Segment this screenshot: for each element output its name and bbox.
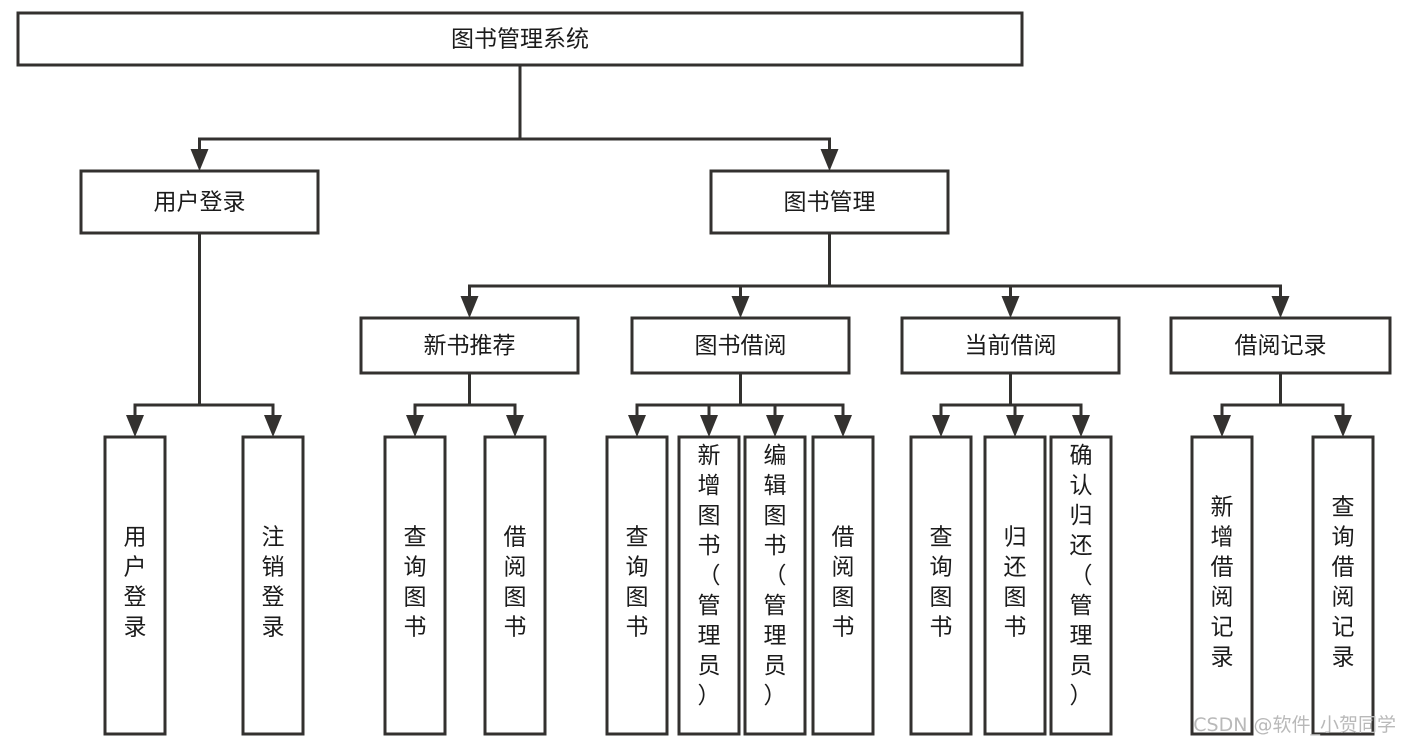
node-leaf-edit-book-admin[interactable]: 编辑图书（管理员） <box>743 435 807 736</box>
arrow-head-new-book-recommend <box>460 296 479 318</box>
node-label-book-borrow: 图书借阅 <box>695 333 787 359</box>
node-box-leaf-confirm-return-admin <box>1049 435 1113 736</box>
node-box-leaf-query-book-1 <box>383 435 447 736</box>
node-label-leaf-query-book-3: 查询图书 <box>930 525 953 641</box>
node-leaf-query-book-1[interactable]: 查询图书 <box>383 435 447 736</box>
node-leaf-return-book[interactable]: 归还图书 <box>983 435 1047 736</box>
arrow-head-leaf-user-logout <box>264 415 282 437</box>
node-leaf-add-borrow-record[interactable]: 新增借阅记录 <box>1190 435 1254 736</box>
node-book-borrow[interactable]: 图书借阅 <box>630 316 851 375</box>
node-box-book-management <box>709 169 950 235</box>
node-label-leaf-query-book-2: 查询图书 <box>626 525 649 641</box>
node-label-leaf-add-borrow-record: 新增借阅记录 <box>1211 495 1234 671</box>
connector-layer <box>126 63 1352 437</box>
csdn-watermark: CSDN @软件_小贺同学 <box>1193 714 1396 736</box>
node-label-root: 图书管理系统 <box>451 27 589 53</box>
arrow-head-leaf-return-book <box>1006 415 1024 437</box>
node-layer: 图书管理系统用户登录图书管理新书推荐图书借阅当前借阅借阅记录用户登录注销登录查询… <box>16 11 1392 736</box>
node-box-user-login <box>79 169 320 235</box>
node-label-leaf-user-logout: 注销登录 <box>262 525 285 641</box>
arrow-head-borrow-record <box>1271 296 1290 318</box>
node-new-book-recommend[interactable]: 新书推荐 <box>359 316 580 375</box>
arrow-head-leaf-query-book-3 <box>932 415 950 437</box>
node-box-current-borrow <box>900 316 1121 375</box>
node-current-borrow[interactable]: 当前借阅 <box>900 316 1121 375</box>
node-box-book-borrow <box>630 316 851 375</box>
node-user-login[interactable]: 用户登录 <box>79 169 320 235</box>
node-box-leaf-edit-book-admin <box>743 435 807 736</box>
node-box-leaf-query-book-2 <box>605 435 669 736</box>
node-borrow-record[interactable]: 借阅记录 <box>1169 316 1392 375</box>
node-label-leaf-borrow-book-1: 借阅图书 <box>504 525 527 641</box>
node-leaf-borrow-book-2[interactable]: 借阅图书 <box>811 435 875 736</box>
arrow-head-leaf-edit-book-admin <box>766 415 784 437</box>
node-label-new-book-recommend: 新书推荐 <box>424 333 516 359</box>
arrow-head-leaf-query-book-1 <box>406 415 424 437</box>
node-book-management[interactable]: 图书管理 <box>709 169 950 235</box>
node-label-leaf-add-book-admin: 新增图书（管理员） <box>698 443 721 709</box>
node-box-new-book-recommend <box>359 316 580 375</box>
node-leaf-add-book-admin[interactable]: 新增图书（管理员） <box>677 435 741 736</box>
node-label-leaf-user-login: 用户登录 <box>124 525 147 641</box>
node-box-leaf-return-book <box>983 435 1047 736</box>
node-leaf-confirm-return-admin[interactable]: 确认归还（管理员） <box>1049 435 1113 736</box>
node-leaf-user-logout[interactable]: 注销登录 <box>241 435 305 736</box>
node-label-current-borrow: 当前借阅 <box>965 333 1057 359</box>
node-box-leaf-query-borrow-record <box>1311 435 1375 736</box>
node-leaf-user-login[interactable]: 用户登录 <box>103 435 167 736</box>
node-label-leaf-edit-book-admin: 编辑图书（管理员） <box>764 443 787 709</box>
arrow-head-leaf-confirm-return-admin <box>1072 415 1090 437</box>
node-leaf-query-book-2[interactable]: 查询图书 <box>605 435 669 736</box>
arrow-head-leaf-query-book-2 <box>628 415 646 437</box>
arrow-head-leaf-borrow-book-2 <box>834 415 852 437</box>
arrow-head-user-login <box>190 149 209 171</box>
node-label-leaf-query-book-1: 查询图书 <box>404 525 427 641</box>
node-label-leaf-confirm-return-admin: 确认归还（管理员） <box>1070 443 1093 709</box>
node-box-leaf-query-book-3 <box>909 435 973 736</box>
arrow-head-book-borrow <box>731 296 750 318</box>
arrow-head-leaf-query-borrow-record <box>1334 415 1352 437</box>
node-label-book-management: 图书管理 <box>784 190 876 216</box>
node-box-leaf-borrow-book-2 <box>811 435 875 736</box>
arrow-head-leaf-add-borrow-record <box>1213 415 1231 437</box>
node-box-leaf-user-logout <box>241 435 305 736</box>
node-label-leaf-borrow-book-2: 借阅图书 <box>832 525 855 641</box>
node-leaf-borrow-book-1[interactable]: 借阅图书 <box>483 435 547 736</box>
node-box-leaf-add-borrow-record <box>1190 435 1254 736</box>
node-label-user-login: 用户登录 <box>154 190 246 216</box>
node-box-borrow-record <box>1169 316 1392 375</box>
arrow-head-leaf-borrow-book-1 <box>506 415 524 437</box>
node-box-leaf-add-book-admin <box>677 435 741 736</box>
arrow-head-book-management <box>820 149 839 171</box>
node-box-leaf-user-login <box>103 435 167 736</box>
arrow-head-leaf-user-login <box>126 415 144 437</box>
node-label-leaf-query-borrow-record: 查询借阅记录 <box>1332 495 1355 671</box>
node-label-leaf-return-book: 归还图书 <box>1004 525 1027 641</box>
arrow-head-leaf-add-book-admin <box>700 415 718 437</box>
arrow-head-current-borrow <box>1001 296 1020 318</box>
node-leaf-query-book-3[interactable]: 查询图书 <box>909 435 973 736</box>
node-label-borrow-record: 借阅记录 <box>1235 333 1327 359</box>
node-box-leaf-borrow-book-1 <box>483 435 547 736</box>
node-root[interactable]: 图书管理系统 <box>16 11 1024 67</box>
node-leaf-query-borrow-record[interactable]: 查询借阅记录 <box>1311 435 1375 736</box>
node-box-root <box>16 11 1024 67</box>
